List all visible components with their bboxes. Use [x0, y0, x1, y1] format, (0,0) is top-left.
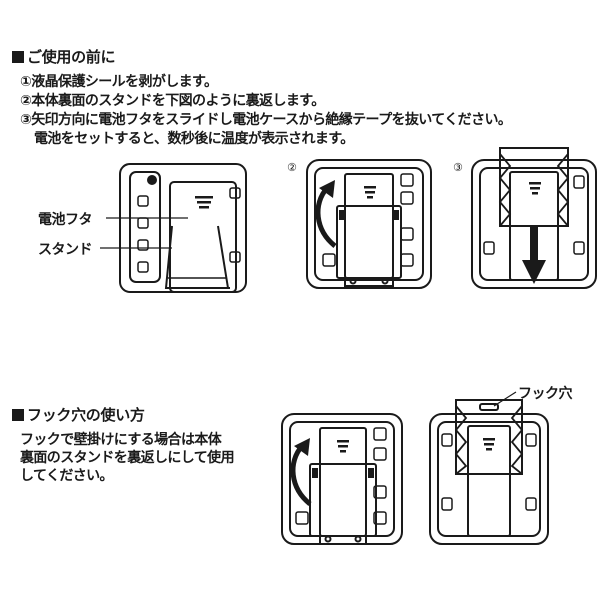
label-stand: スタンド — [38, 242, 93, 258]
step-1-text: ①液晶保護シールを剥がします。 — [20, 74, 218, 90]
hook-instruction-line-2: 裏面のスタンドを裏返しにして使用 — [20, 450, 235, 466]
device-back-cover-slide-figure — [471, 147, 597, 289]
curved-arrow-icon — [290, 444, 312, 506]
step-3-text: ③矢印方向に電池フタをスライドし電池ケースから絶縁テープを抜いてください。 — [20, 112, 512, 128]
device-back-hook-hole-figure — [429, 391, 549, 545]
section-title-before-use: ご使用の前に — [12, 46, 116, 67]
figure-number-3: ③ — [453, 161, 463, 174]
square-bullet-icon — [12, 51, 24, 63]
device-back-stand-flip-figure — [306, 159, 432, 289]
curved-arrow-icon — [315, 186, 337, 248]
square-bullet-icon — [12, 409, 24, 421]
hook-instruction-line-3: してください。 — [20, 468, 114, 484]
figure-number-2: ② — [287, 161, 297, 174]
device-back-perspective-figure — [100, 163, 247, 293]
device-back-hook-stand-flip-figure — [281, 413, 403, 545]
hook-instruction-line-1: フックで壁掛けにする場合は本体 — [20, 432, 222, 448]
section-title-hook-hole: フック穴の使い方 — [12, 404, 145, 425]
step-3-note-text: 電池をセットすると、数秒後に温度が表示されます。 — [34, 131, 354, 147]
label-battery-cover: 電池フタ — [38, 212, 93, 228]
down-arrow-icon — [530, 226, 538, 262]
label-hook-hole: フック穴 — [518, 386, 573, 402]
step-2-text: ②本体裏面のスタンドを下図のように裏返します。 — [20, 93, 325, 109]
